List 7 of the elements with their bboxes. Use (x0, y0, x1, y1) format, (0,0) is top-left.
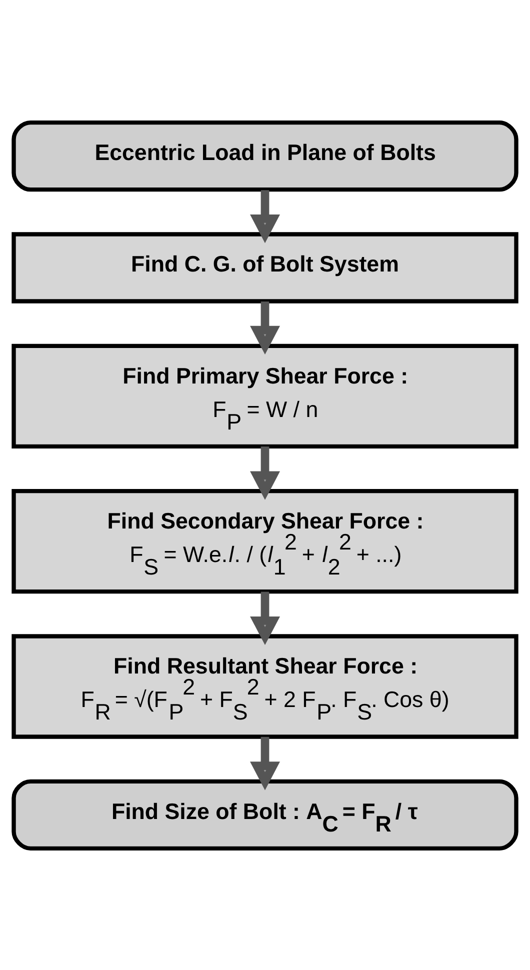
node-box: Find C. G. of Bolt System (12, 232, 518, 303)
arrow (250, 301, 280, 354)
arrow (250, 446, 280, 500)
arrow (250, 591, 280, 645)
arrow (250, 736, 280, 790)
arrow (250, 190, 280, 243)
node-box: Eccentric Load in Plane of Bolts (12, 120, 518, 192)
